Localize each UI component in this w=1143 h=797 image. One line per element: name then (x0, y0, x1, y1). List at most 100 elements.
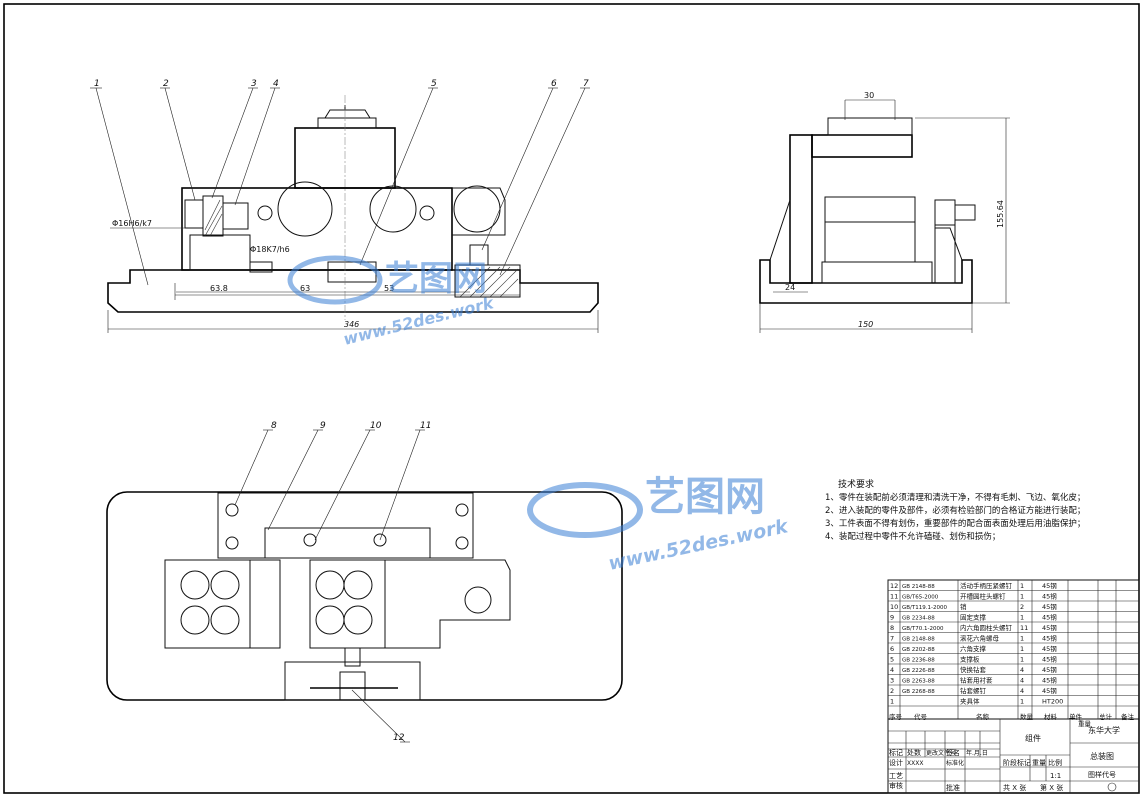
tb-sign: 签名 (946, 748, 960, 757)
bom-cell-name: 内六角圆柱头螺钉 (960, 623, 1013, 632)
tb-group: 组件 (1025, 733, 1041, 743)
bom-cell-no: 9 (890, 614, 894, 622)
bom-cell-mat: 45钢 (1042, 645, 1057, 653)
bom-cell-mat: 45钢 (1042, 635, 1057, 643)
bom-cell-qty: 2 (1020, 603, 1024, 611)
bom-header-qty: 数量 (1020, 712, 1034, 721)
balloon-11: 11 (420, 421, 431, 431)
tb-mark: 标记 (889, 748, 903, 757)
bom-cell-code: GB 2148-88 (902, 584, 935, 590)
bom-cell-mat: 45钢 (1042, 656, 1057, 664)
tb-design: 设计 (889, 758, 903, 767)
tb-scale: 1:1 (1050, 772, 1061, 780)
bom-cell-name: 六角支撑 (960, 644, 987, 653)
tb-scale-label: 比例 (1048, 758, 1062, 767)
bom-cell-code: GB/T119.1-2000 (902, 605, 947, 611)
bom-cell-mat: 45钢 (1042, 614, 1057, 622)
tb-std: 标准化 (946, 759, 964, 767)
projection-symbol-icon (1107, 782, 1117, 792)
sheet-border (3, 3, 1140, 794)
bom-cell-qty: 1 (1020, 645, 1024, 653)
watermark-2: 艺图网 www.52des.work (527, 474, 791, 575)
tech-title: 技术要求 (838, 478, 874, 490)
bom-cell-code: GB 2202-88 (902, 647, 935, 653)
tb-sheet: 第 X 张 (1040, 783, 1063, 792)
bom-cell-mat: 45钢 (1042, 687, 1057, 695)
bom-cell-name: 开槽圆柱头螺钉 (960, 592, 1006, 601)
balloon-7: 7 (583, 79, 589, 89)
bom-header-no: 序号 (889, 712, 903, 721)
bom-cell-code: GB 2268-88 (902, 689, 935, 695)
bom-cell-qty: 11 (1020, 624, 1028, 632)
fit-label-mid: Φ18K7/h6 (250, 245, 290, 254)
bom-cell-mat: 45钢 (1042, 582, 1057, 590)
bom-header-weight: 重量 (1078, 720, 1092, 728)
balloon-5: 5 (431, 79, 437, 89)
bom-cell-no: 2 (890, 687, 894, 695)
dim-346: 346 (344, 320, 359, 329)
bom-cell-no: 4 (890, 666, 894, 674)
bom-cell-qty: 1 (1020, 614, 1024, 622)
bom-cell-no: 11 (890, 593, 898, 601)
tb-sheets: 共 X 张 (1003, 783, 1026, 792)
tb-school: 东华大学 (1088, 725, 1120, 735)
tb-drawing-code: 图样代号 (1088, 770, 1116, 779)
bom-cell-qty: 1 (1020, 656, 1024, 664)
tb-design-val: XXXX (907, 760, 923, 767)
bom-cell-qty: 1 (1020, 635, 1024, 643)
watermark-brand-1: 艺图网 (385, 259, 487, 299)
bom-cell-no: 1 (890, 698, 894, 706)
watermark-1: 艺图网 www.52des.work (287, 255, 497, 349)
bom-cell-mat: 45钢 (1042, 624, 1057, 632)
bom-cell-qty: 4 (1020, 687, 1024, 695)
balloon-8: 8 (271, 421, 277, 431)
tb-count: 处数 (907, 748, 921, 757)
bom-cell-name: 钻套螺钉 (960, 686, 987, 695)
dim-24: 24 (785, 283, 795, 292)
balloon-2: 2 (163, 79, 169, 89)
title-block: 标记 处数 更改文件号 签名 年.月.日 设计 XXXX 标准化 审核 工艺 批… (887, 718, 1140, 794)
bom-cell-mat: 45钢 (1042, 603, 1057, 611)
watermark-url-1: www.52des.work (341, 293, 496, 349)
tb-check: 审核 (889, 781, 903, 790)
bom-cell-name: 快换钻套 (960, 665, 987, 674)
bom-cell-qty: 1 (1020, 593, 1024, 601)
top-view: 8 9 10 11 12 (106, 421, 623, 743)
bom-cell-code: GB 2236-88 (902, 658, 935, 664)
side-view: 24 30 150 155.64 (759, 91, 1010, 333)
dim-63: 63 (300, 284, 310, 293)
tech-requirements: 技术要求 1、零件在装配前必须清理和清洗干净，不得有毛刺、飞边、氧化皮； 2、进… (825, 478, 1085, 542)
bom-cell-code: GB 2148-88 (902, 637, 935, 643)
bom-cell-name: 夹具体 (960, 697, 980, 706)
tech-item-3: 3、工件表面不得有划伤，重要部件的配合面表面处理后用油脂保护； (825, 518, 1085, 529)
dim-30: 30 (864, 91, 874, 100)
bom-cell-no: 5 (890, 656, 894, 664)
balloon-9: 9 (320, 421, 326, 431)
balloon-4: 4 (273, 79, 279, 89)
bom-cell-code: GB 2226-88 (902, 668, 935, 674)
bom-cell-name: 固定支撑 (960, 613, 987, 622)
bom-header-mat: 材料 (1044, 712, 1058, 721)
tb-date: 年.月.日 (966, 749, 988, 757)
bom-header-remark: 备注 (1121, 712, 1135, 721)
bom-cell-mat: 45钢 (1042, 677, 1057, 685)
bom-cell-qty: 4 (1020, 677, 1024, 685)
bom-header-unit_w: 单件 (1069, 712, 1083, 721)
bom-cell-no: 8 (890, 624, 894, 632)
bom-cell-qty: 4 (1020, 666, 1024, 674)
bom-header-code: 代号 (914, 712, 928, 721)
tb-change: 更改文件号 (926, 749, 956, 757)
dim-height: 155.64 (996, 200, 1005, 228)
dim-63-8: 63.8 (210, 284, 228, 293)
bom-cell-no: 7 (890, 635, 894, 643)
bom-cell-name: 滚花六角螺母 (960, 634, 1000, 643)
tb-drawing-name: 总装图 (1090, 751, 1114, 761)
tb-weight: 重量 (1032, 759, 1046, 767)
watermark-brand-2: 艺图网 (645, 474, 765, 520)
tb-stage: 阶段标记 (1003, 758, 1031, 767)
balloon-12: 12 (393, 733, 405, 743)
balloon-3: 3 (251, 79, 257, 89)
bom-header-name: 名称 (976, 712, 990, 721)
